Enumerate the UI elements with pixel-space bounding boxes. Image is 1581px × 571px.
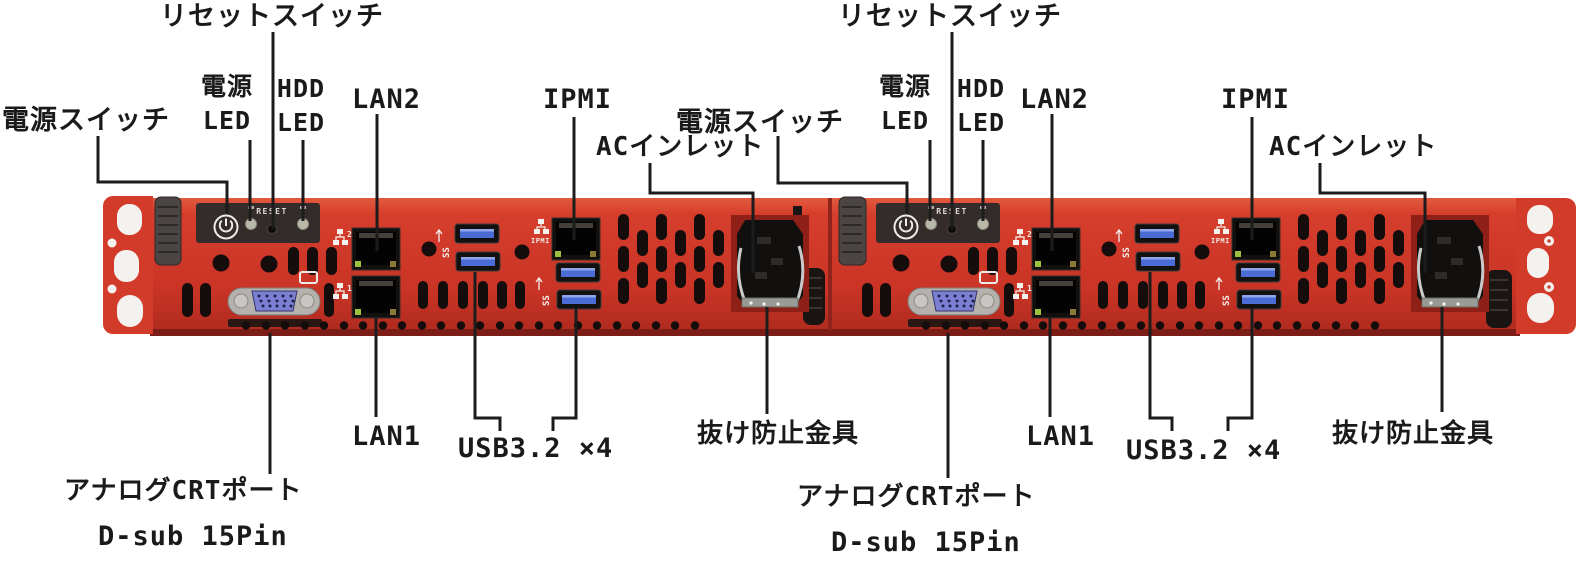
leader-u2-power-switch [776,136,909,214]
callout-hdd-led: HDD LED [276,72,326,140]
callout-usb: USB3.2 ×4 [458,433,614,464]
callout-hdd-led-line2: LED [956,108,1006,137]
screw-hole [1547,285,1551,289]
chassis-body [103,196,1576,336]
callout-retention-bracket: 抜け防止金具 [1332,419,1495,449]
callout-power-switch: 電源スイッチ [2,105,170,136]
callout-hdd-led: HDD LED [956,72,1006,140]
callout-lan1: LAN1 [352,421,422,452]
callout-hdd-led-line2: LED [276,108,326,137]
leader-lines [96,32,1444,478]
callout-power-switch: 電源スイッチ [676,107,844,138]
leader-u1-usb-left [473,272,502,431]
callout-hdd-led-line1: HDD [956,74,1006,103]
leader-u2-usb-left [1148,272,1174,431]
callout-crt-port: アナログCRTポート [64,476,303,506]
callout-ipmi: IPMI [1221,84,1291,115]
callout-crt-port: アナログCRTポート [797,482,1036,512]
callout-power-led-line2: LED [880,106,930,135]
callout-crt-sub: D-sub 15Pin [98,521,288,552]
leader-u2-usb-right [1226,308,1254,431]
callout-usb: USB3.2 ×4 [1126,435,1282,466]
callout-power-led: 電源 LED [197,70,257,138]
callout-ipmi: IPMI [543,84,613,115]
callout-crt-sub: D-sub 15Pin [831,527,1021,558]
callout-ac-inlet: ACインレット [1269,132,1438,162]
leader-u1-power-switch [96,136,229,214]
left-handle [154,196,182,266]
right-latch [1486,270,1512,328]
left-rack-ear [103,196,153,334]
callout-hdd-led-line1: HDD [276,74,326,103]
callout-lan1: LAN1 [1026,421,1096,452]
callout-power-led: 電源 LED [875,70,935,138]
leader-u1-usb-right [551,308,578,431]
callout-lan2: LAN2 [1020,84,1090,115]
callout-power-led-line1: 電源 [200,72,253,101]
right-rack-ear [1516,198,1576,334]
callout-reset-switch: リセットスイッチ [160,1,384,32]
callout-power-led-line1: 電源 [878,72,931,101]
callout-power-led-line2: LED [202,106,252,135]
callout-ac-inlet: ACインレット [596,132,765,162]
screw-hole [107,284,117,294]
screw-hole [107,238,117,248]
leader-u1-ac-inlet [648,163,755,273]
callout-retention-bracket: 抜け防止金具 [697,419,860,449]
callout-lan2: LAN2 [352,84,422,115]
callout-reset-switch: リセットスイッチ [838,1,1062,32]
screw-hole [1547,239,1551,243]
leader-u2-ac-inlet [1318,163,1427,273]
middle-handle [838,196,867,266]
